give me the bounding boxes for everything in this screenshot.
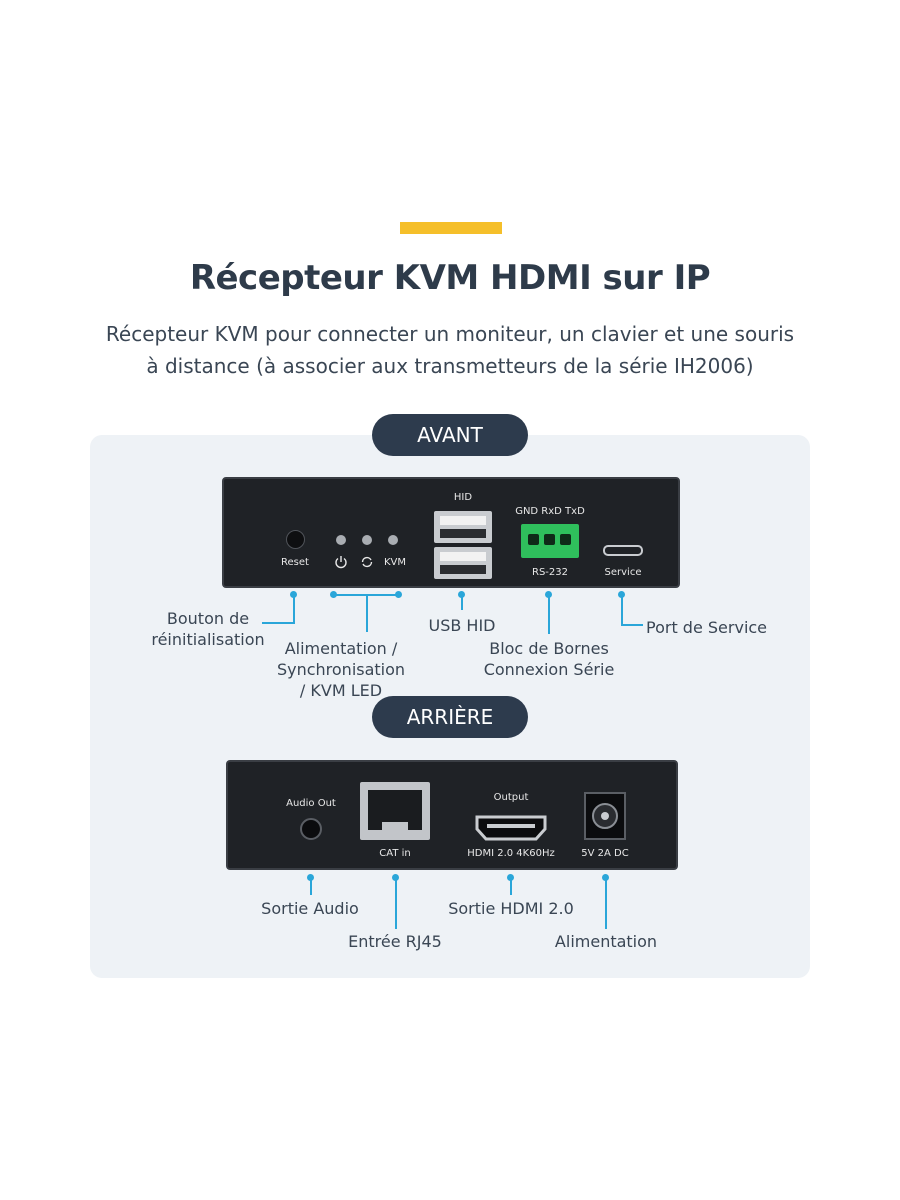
terminal-block xyxy=(521,524,579,558)
leds-callout-line-1: Alimentation / xyxy=(284,639,398,658)
audio-jack xyxy=(300,818,322,840)
service-callout-hook xyxy=(621,624,643,626)
front-pill: AVANT xyxy=(372,414,528,456)
leds-callout-line xyxy=(366,594,368,632)
power-led xyxy=(336,535,346,545)
service-callout: Port de Service xyxy=(646,618,768,637)
power-label: 5V 2A DC xyxy=(581,848,629,859)
dc-power-jack xyxy=(584,792,626,840)
kvm-label: KVM xyxy=(383,557,407,568)
hdmi-port xyxy=(475,815,547,841)
hdmi-callout: Sortie HDMI 2.0 xyxy=(448,899,574,918)
reset-label: Reset xyxy=(281,557,309,568)
service-port xyxy=(603,545,643,556)
terminal-callout-line-1: Bloc de Bornes xyxy=(489,639,609,658)
usb-callout: USB HID xyxy=(428,616,496,635)
rj45-port xyxy=(360,782,430,840)
leds-callout-line-2: Synchronisation xyxy=(276,660,406,679)
audio-callout: Sortie Audio xyxy=(261,899,359,918)
kvm-led xyxy=(388,535,398,545)
terminal-callout-line xyxy=(548,594,550,634)
service-label: Service xyxy=(604,567,642,578)
rj45-callout-line xyxy=(395,877,397,929)
accent-bar xyxy=(400,222,502,234)
reset-callout-hook xyxy=(262,622,295,624)
leds-callout-line-3: / KVM LED xyxy=(299,681,383,700)
rs232-label: RS-232 xyxy=(532,567,568,578)
reset-callout-line xyxy=(293,594,295,624)
usb-port-bottom xyxy=(434,547,492,579)
page-subtitle: Récepteur KVM pour connecter un moniteur… xyxy=(60,318,840,382)
rear-device: Audio Out CAT in Output HDMI 2.0 4K60Hz … xyxy=(226,760,678,870)
audio-out-label: Audio Out xyxy=(286,798,336,809)
hdmi-label: HDMI 2.0 4K60Hz xyxy=(467,848,555,859)
power-icon xyxy=(335,556,347,569)
service-callout-line xyxy=(621,594,623,626)
front-device: Reset KVM HID GND RxD TxD RS-232 Service xyxy=(222,477,680,588)
rear-pill: ARRIÈRE xyxy=(372,696,528,738)
leds-callout: Alimentation / Synchronisation / KVM LED xyxy=(266,638,416,701)
subtitle-line-1: Récepteur KVM pour connecter un moniteur… xyxy=(105,322,795,346)
reset-callout-line-2: réinitialisation xyxy=(151,630,265,649)
reset-callout: Bouton de réinitialisation xyxy=(140,608,276,650)
hid-label: HID xyxy=(453,492,473,503)
subtitle-line-2: à distance (à associer aux transmetteurs… xyxy=(146,354,754,378)
cat-in-label: CAT in xyxy=(379,848,411,859)
usb-callout-line xyxy=(461,594,463,610)
sync-led xyxy=(362,535,372,545)
usb-port-top xyxy=(434,511,492,543)
reset-callout-line-1: Bouton de xyxy=(166,609,250,628)
reset-button xyxy=(286,530,305,549)
leds-callout-dot-left xyxy=(330,591,337,598)
rj45-callout: Entrée RJ45 xyxy=(348,932,442,951)
leds-callout-dot-right xyxy=(395,591,402,598)
terminal-pins-label: GND RxD TxD xyxy=(515,506,585,517)
output-label: Output xyxy=(493,792,529,803)
power-callout-line xyxy=(605,877,607,929)
terminal-callout: Bloc de Bornes Connexion Série xyxy=(478,638,620,680)
page-title: Récepteur KVM HDMI sur IP xyxy=(189,258,711,298)
audio-callout-line xyxy=(310,877,312,895)
power-callout: Alimentation xyxy=(554,932,658,951)
terminal-callout-line-2: Connexion Série xyxy=(483,660,615,679)
sync-icon xyxy=(361,556,373,568)
hdmi-callout-line xyxy=(510,877,512,895)
